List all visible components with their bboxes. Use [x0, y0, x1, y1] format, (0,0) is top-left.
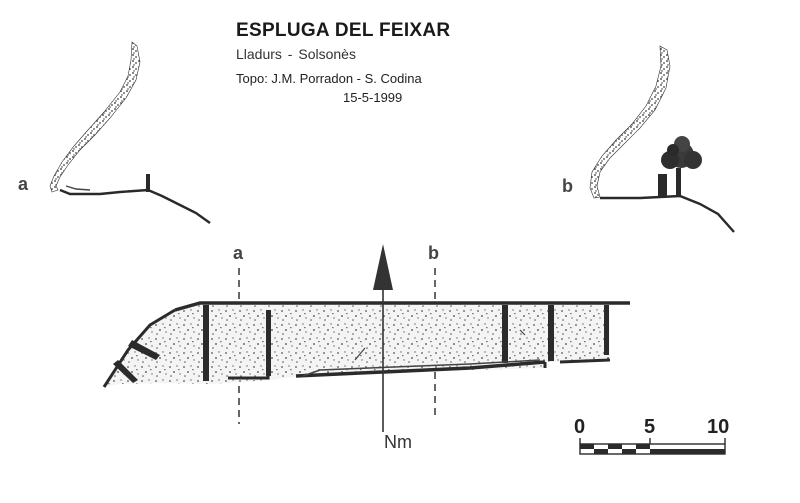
cave-plan	[102, 301, 630, 388]
section-b-cut-line: b	[428, 243, 439, 416]
section-a-rock-wall	[49, 41, 141, 193]
survey-date: 15-5-1999	[343, 90, 403, 105]
north-label: Nm	[384, 432, 412, 452]
scale-tick-5: 5	[644, 416, 655, 438]
location-subtitle: Lladurs - Solsonès	[236, 46, 356, 62]
plan-north-wall	[174, 301, 630, 312]
section-a-floor-line	[59, 188, 211, 224]
survey-credit: Topo: J.M. Porradon - S. Codina	[236, 71, 422, 86]
section-a-label: a	[18, 174, 29, 194]
diagram-title: ESPLUGA DEL FEIXAR	[236, 20, 451, 41]
plan-inner-wall	[203, 305, 209, 381]
plan-section-b-label: b	[428, 243, 439, 263]
north-arrow-icon: Nm	[373, 244, 412, 452]
scale-tick-10: 10	[707, 416, 729, 438]
plan-section-a-label: a	[233, 243, 244, 263]
section-b-floor-line	[600, 194, 735, 233]
section-b-profile: b	[562, 45, 735, 233]
scale-tick-0: 0	[574, 416, 585, 438]
section-a-wall-mark	[146, 174, 150, 192]
tree-icon	[661, 136, 702, 196]
section-b-wall-mark	[658, 174, 667, 196]
plan-south-wall	[295, 360, 546, 378]
section-a-profile: a	[18, 41, 211, 224]
section-b-label: b	[562, 176, 573, 196]
section-a-cut-line: a	[233, 243, 244, 424]
scale-bar: 0 5 10	[574, 416, 729, 455]
